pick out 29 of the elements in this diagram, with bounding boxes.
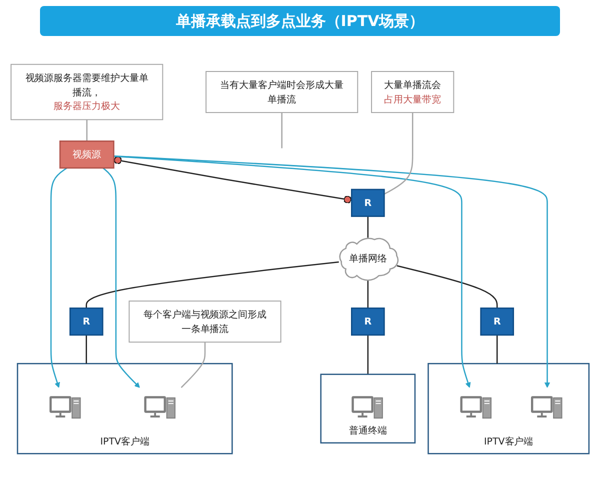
node-box: R <box>351 188 385 217</box>
connector <box>496 335 498 364</box>
arrow <box>102 168 140 388</box>
node-box: 视频源 <box>59 140 114 169</box>
cluster: 普通终端 <box>320 374 416 444</box>
connector <box>180 342 206 388</box>
node-box: R <box>351 308 385 336</box>
node-box: 当有大量客户端时会形成大量单播流 <box>206 71 358 114</box>
connector <box>281 112 282 148</box>
node-box: 视频源服务器需要维护大量单播流， 服务器压力极大 <box>10 64 164 120</box>
connector <box>86 120 88 142</box>
arrow <box>50 167 68 388</box>
node-box: R <box>480 308 514 336</box>
cluster: IPTV客户端 <box>16 362 233 454</box>
connector <box>367 335 369 374</box>
connector <box>86 261 339 308</box>
connector <box>114 156 352 204</box>
connector <box>384 112 414 195</box>
arrow <box>114 156 471 388</box>
connector <box>396 265 498 308</box>
node-box: 每个客户端与视频源之间形成一条单播流 <box>128 300 282 343</box>
node-box: R <box>69 308 104 336</box>
arrow <box>114 155 550 388</box>
connector <box>367 216 369 238</box>
connector <box>86 335 87 364</box>
connector <box>367 280 369 308</box>
node-box: 大量单播流会 占用大量带宽 <box>371 71 454 114</box>
title-banner: 单播承载点到多点业务（IPTV场景） <box>40 6 560 36</box>
cluster: IPTV客户端 <box>428 362 590 454</box>
